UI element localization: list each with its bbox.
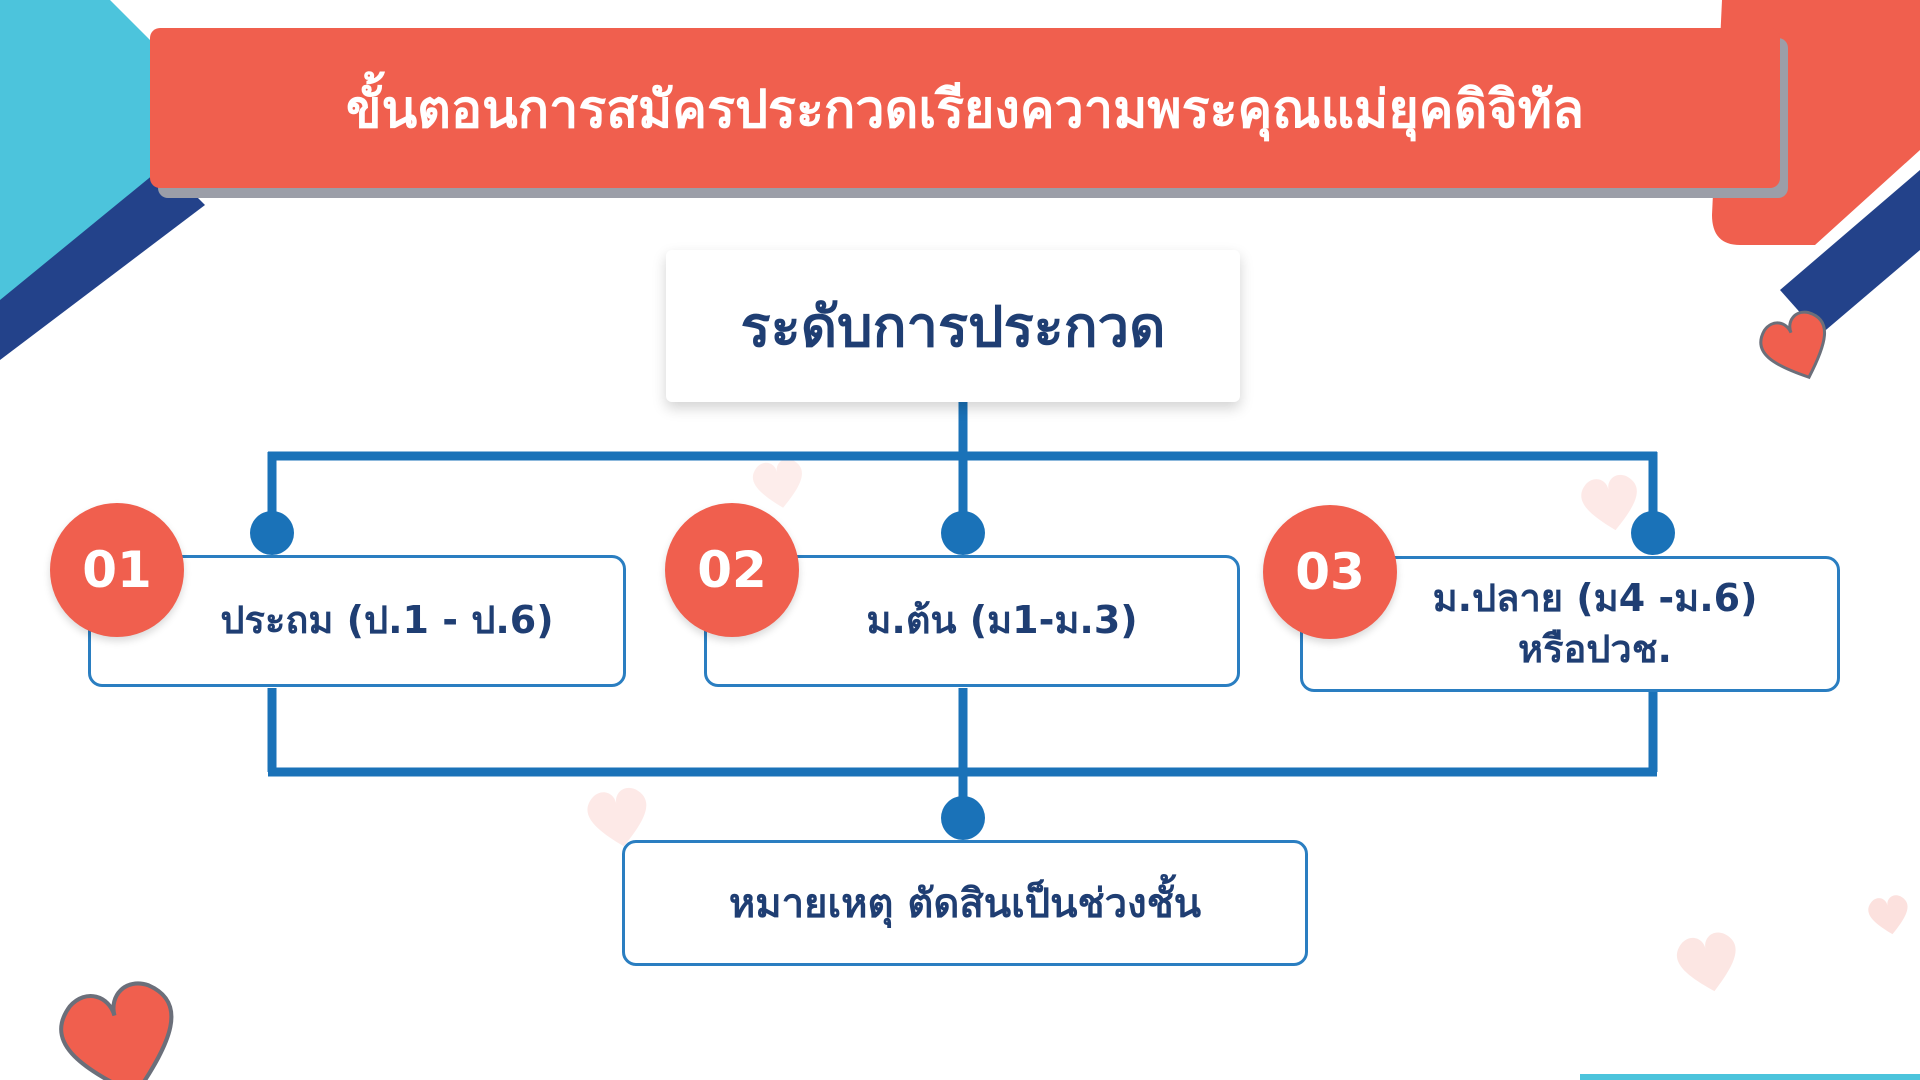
level-node-2: ม.ต้น (ม1-ม.3) xyxy=(704,555,1240,687)
level-number: 01 xyxy=(82,541,152,599)
root-node-label: ระดับการประกวด xyxy=(740,294,1166,360)
level-node-label: ประถม (ป.1 - ป.6) xyxy=(220,598,554,643)
level-badge-2: 02 xyxy=(665,503,799,637)
root-node: ระดับการประกวด xyxy=(666,250,1240,402)
note-label: หมายเหตุ ตัดสินเป็นช่วงชั้น xyxy=(728,881,1202,927)
level-node-label: ม.ปลาย (ม4 -ม.6) หรือปวช. xyxy=(1432,575,1758,671)
title-banner: ขั้นตอนการสมัครประกวดเรียงความพระคุณแม่ย… xyxy=(150,28,1780,188)
page-title: ขั้นตอนการสมัครประกวดเรียงความพระคุณแม่ย… xyxy=(346,79,1584,140)
heart-icon xyxy=(1581,474,1637,531)
corner-stripe-navy-right xyxy=(1780,170,1920,335)
level-node-label: ม.ต้น (ม1-ม.3) xyxy=(866,598,1138,643)
bottom-strip-cyan xyxy=(1580,1074,1920,1080)
heart-icon xyxy=(1868,895,1908,935)
level-number: 02 xyxy=(697,541,767,599)
level-badge-3: 03 xyxy=(1263,505,1397,639)
connector-dot xyxy=(941,511,985,555)
heart-icon xyxy=(752,459,802,508)
level-badge-1: 01 xyxy=(50,503,184,637)
connector-dot xyxy=(1631,511,1675,555)
heart-icon xyxy=(59,981,174,1080)
connector-dot xyxy=(250,511,294,555)
note-node: หมายเหตุ ตัดสินเป็นช่วงชั้น xyxy=(622,840,1308,966)
connector-dot xyxy=(941,796,985,840)
heart-icon xyxy=(1759,310,1826,380)
level-number: 03 xyxy=(1295,543,1365,601)
heart-icon xyxy=(1676,932,1736,992)
corner-stripe-navy xyxy=(0,165,205,360)
heart-icon xyxy=(587,787,647,847)
